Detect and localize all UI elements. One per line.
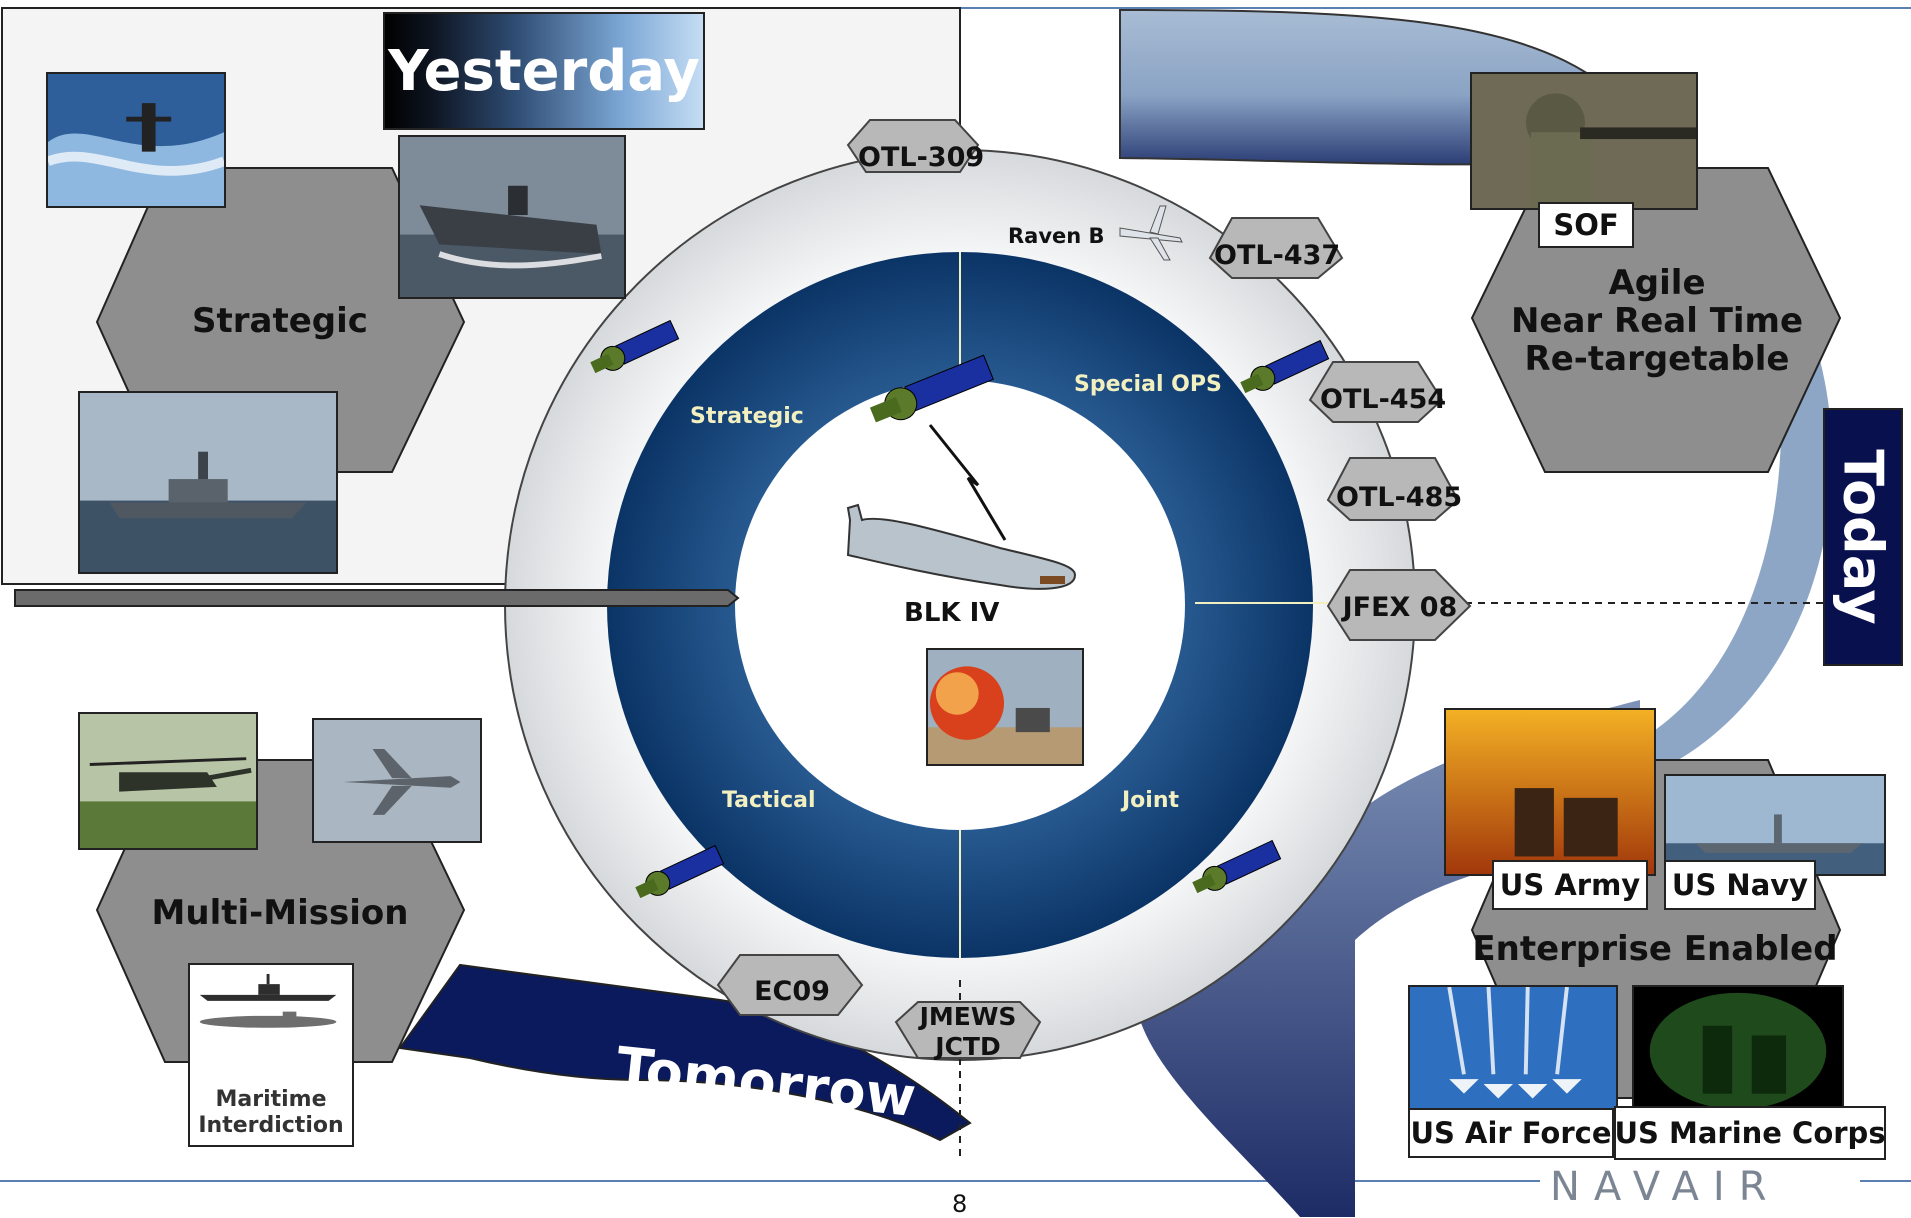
milestone-jfex-08: JFEX 08: [1342, 592, 1458, 623]
satellite-icon-center: [869, 354, 994, 423]
multi-mission-hex-label: Multi-Mission: [151, 893, 409, 933]
army-photo: [1444, 708, 1656, 876]
ring-label-strategic: Strategic: [690, 404, 804, 429]
us-navy-caption: US Navy: [1664, 860, 1816, 910]
blk-iv-label: BLK IV: [904, 598, 1000, 628]
timeline-bar: [14, 589, 740, 607]
ring-label-joint: Joint: [1122, 788, 1180, 813]
milestone-otl-309: OTL-309: [858, 142, 985, 173]
torpedo-missile-icon: [846, 503, 1077, 590]
milestone-markers: [716, 119, 1472, 1059]
ship-silhouette-icon: [199, 994, 337, 1001]
us-marine-corps-caption: US Marine Corps: [1614, 1106, 1886, 1160]
sof-caption: SOF: [1538, 202, 1634, 248]
us-army-caption: US Army: [1492, 860, 1648, 910]
agile-line-1: Agile: [1608, 263, 1706, 303]
today-header: Today: [1823, 408, 1903, 666]
night-vision-photo: [1632, 985, 1844, 1117]
milestone-otl-485: OTL-485: [1336, 482, 1463, 513]
satellite-icon-2: [1240, 339, 1330, 394]
explosion-photo: [926, 648, 1084, 766]
ring-label-special-ops: Special OPS: [1074, 372, 1222, 397]
destroyer-photo: [78, 391, 338, 574]
satellite-icon-1: [590, 319, 680, 374]
submarine-photo: [46, 72, 226, 208]
agile-line-3: Re-targetable: [1524, 339, 1790, 379]
page-number: 8: [952, 1190, 968, 1218]
satellite-icon-4: [1192, 839, 1282, 894]
milestone-jmews-jctd: JMEWS JCTD: [919, 1002, 1017, 1061]
milestone-otl-454: OTL-454: [1320, 384, 1447, 415]
today-arrow-sweep: [1640, 360, 1833, 770]
helicopter-photo: [78, 712, 258, 850]
air-force-jets-photo: [1408, 985, 1618, 1117]
yesterday-header: Yesterday: [383, 12, 705, 130]
maritime-interdiction-label: Maritime Interdiction: [198, 1087, 344, 1138]
uav-icon: [1119, 205, 1183, 261]
us-air-force-caption: US Air Force: [1408, 1108, 1614, 1158]
enterprise-hex-label: Enterprise Enabled: [1472, 929, 1838, 969]
navair-logo: NAVAIR: [1550, 1164, 1781, 1210]
aircraft-carrier-photo: [398, 135, 626, 299]
milestone-ec09: EC09: [754, 976, 830, 1007]
raven-b-label: Raven B: [1008, 224, 1105, 248]
ring-label-tactical: Tactical: [722, 788, 816, 813]
soldier-photo: [1470, 72, 1698, 210]
maritime-interdiction-image: Maritime Interdiction: [188, 963, 354, 1147]
satellite-icon-3: [635, 844, 725, 899]
fighter-jet-photo: [312, 718, 482, 843]
agile-line-2: Near Real Time: [1510, 301, 1804, 341]
agile-hex-label: Agile Near Real Time Re-targetable: [1500, 264, 1814, 378]
milestone-otl-437: OTL-437: [1214, 240, 1341, 271]
submarine-silhouette-icon: [199, 1015, 337, 1028]
strategic-hex-label: Strategic: [192, 301, 368, 341]
